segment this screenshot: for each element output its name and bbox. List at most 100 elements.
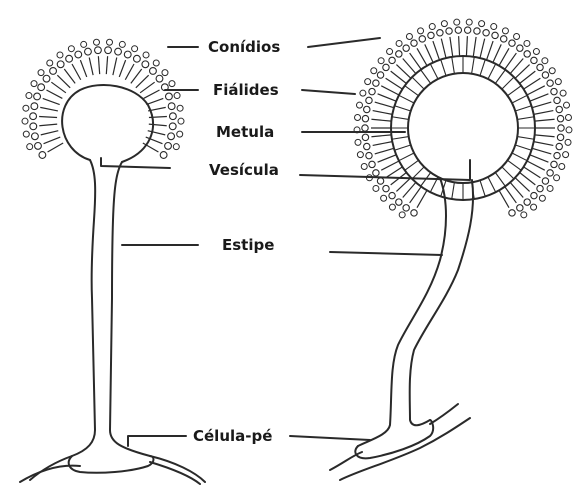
right-conidium bbox=[547, 170, 553, 176]
left-conidium bbox=[26, 93, 32, 99]
right-conidium bbox=[403, 205, 409, 211]
left-conidium bbox=[107, 39, 113, 45]
right-conidium bbox=[389, 192, 395, 198]
right-phialide bbox=[459, 36, 460, 56]
right-conidium bbox=[387, 49, 393, 55]
right-conidium bbox=[483, 30, 489, 36]
right-conidium bbox=[454, 19, 460, 25]
left-conidium bbox=[23, 105, 29, 111]
right-conidium bbox=[428, 32, 434, 38]
right-metula bbox=[507, 160, 521, 170]
right-conidium bbox=[547, 80, 553, 86]
right-phialide bbox=[373, 142, 393, 146]
right-phialide bbox=[505, 187, 517, 203]
left-phialide bbox=[98, 56, 99, 74]
left-phialide bbox=[113, 57, 117, 75]
right-conidium bbox=[406, 34, 412, 40]
right-phialide bbox=[510, 182, 523, 197]
left-phialide bbox=[41, 131, 59, 135]
left-phialide bbox=[89, 57, 93, 75]
right-metula bbox=[517, 137, 534, 140]
right-phialide bbox=[530, 94, 549, 101]
right-metula bbox=[392, 117, 409, 120]
left-conidium bbox=[35, 143, 42, 150]
left-conidium bbox=[75, 51, 82, 58]
right-phialide bbox=[403, 182, 416, 197]
right-phialide bbox=[417, 190, 427, 207]
right-conidium bbox=[554, 97, 560, 103]
right-conidium bbox=[437, 30, 443, 36]
right-phialide bbox=[534, 111, 554, 115]
left-conidium bbox=[95, 47, 102, 54]
right-metula bbox=[421, 70, 431, 84]
right-conidium bbox=[537, 185, 543, 191]
leader-celula-pe-left bbox=[128, 436, 186, 446]
label-fialides: Fiálides bbox=[213, 81, 279, 99]
left-phialide bbox=[72, 64, 81, 80]
right-metula bbox=[488, 177, 496, 192]
right-phialide bbox=[493, 44, 501, 62]
right-conidium bbox=[517, 205, 523, 211]
right-conidium bbox=[396, 40, 402, 46]
right-conidium bbox=[555, 79, 561, 85]
right-metula bbox=[452, 57, 455, 74]
right-phialide bbox=[396, 178, 410, 192]
right-phialide bbox=[381, 161, 399, 170]
right-metula bbox=[480, 60, 485, 76]
left-conidium bbox=[66, 55, 73, 62]
left-conidium bbox=[124, 51, 131, 58]
right-conidium bbox=[563, 152, 569, 158]
right-conidium bbox=[531, 204, 537, 210]
left-conidium bbox=[57, 52, 63, 58]
right-phialide bbox=[520, 173, 536, 185]
right-metula bbox=[507, 86, 521, 96]
right-conidium bbox=[501, 36, 507, 42]
right-conidiophore bbox=[300, 19, 572, 480]
right-conidium bbox=[557, 115, 563, 121]
right-conidium bbox=[542, 72, 548, 78]
right-phialide bbox=[433, 41, 440, 60]
left-phialide bbox=[146, 98, 163, 104]
right-conidium bbox=[560, 90, 566, 96]
right-phialide bbox=[530, 155, 549, 162]
left-conidium bbox=[38, 70, 44, 76]
right-conidium bbox=[559, 163, 565, 169]
right-conidium bbox=[539, 195, 545, 201]
right-conidium bbox=[521, 212, 527, 218]
right-phialide bbox=[386, 167, 403, 178]
right-conidium bbox=[509, 210, 515, 216]
right-metula bbox=[412, 77, 424, 89]
right-conidium bbox=[566, 127, 572, 133]
right-phialide bbox=[527, 86, 545, 95]
right-phialide bbox=[524, 78, 541, 89]
left-foot-cell bbox=[69, 456, 154, 473]
right-vesicle bbox=[408, 73, 518, 183]
left-phialide bbox=[80, 60, 86, 77]
right-conidium bbox=[524, 51, 530, 57]
left-phialide bbox=[46, 90, 62, 98]
label-estipe: Estipe bbox=[222, 236, 274, 254]
right-phialide bbox=[375, 102, 394, 108]
right-metula bbox=[472, 57, 475, 74]
right-metula bbox=[399, 95, 414, 103]
right-metula bbox=[405, 86, 419, 96]
left-phialide bbox=[119, 60, 125, 77]
right-conidium bbox=[556, 106, 562, 112]
left-conidium bbox=[50, 68, 57, 75]
label-metula: Metula bbox=[216, 123, 274, 141]
right-conidium bbox=[355, 139, 361, 145]
right-metula bbox=[502, 77, 514, 89]
right-phialide bbox=[410, 53, 422, 69]
left-phialide bbox=[51, 82, 66, 93]
left-conidiophore bbox=[20, 39, 205, 484]
left-conidium bbox=[178, 118, 184, 124]
right-phialide bbox=[371, 119, 391, 121]
left-conidium bbox=[43, 75, 50, 82]
right-conidium bbox=[411, 40, 417, 46]
right-conidium bbox=[533, 49, 539, 55]
left-conidium bbox=[177, 105, 183, 111]
left-conidium bbox=[156, 75, 163, 82]
right-conidium bbox=[389, 204, 395, 210]
left-vesicle bbox=[62, 85, 153, 162]
right-conidium bbox=[547, 185, 553, 191]
